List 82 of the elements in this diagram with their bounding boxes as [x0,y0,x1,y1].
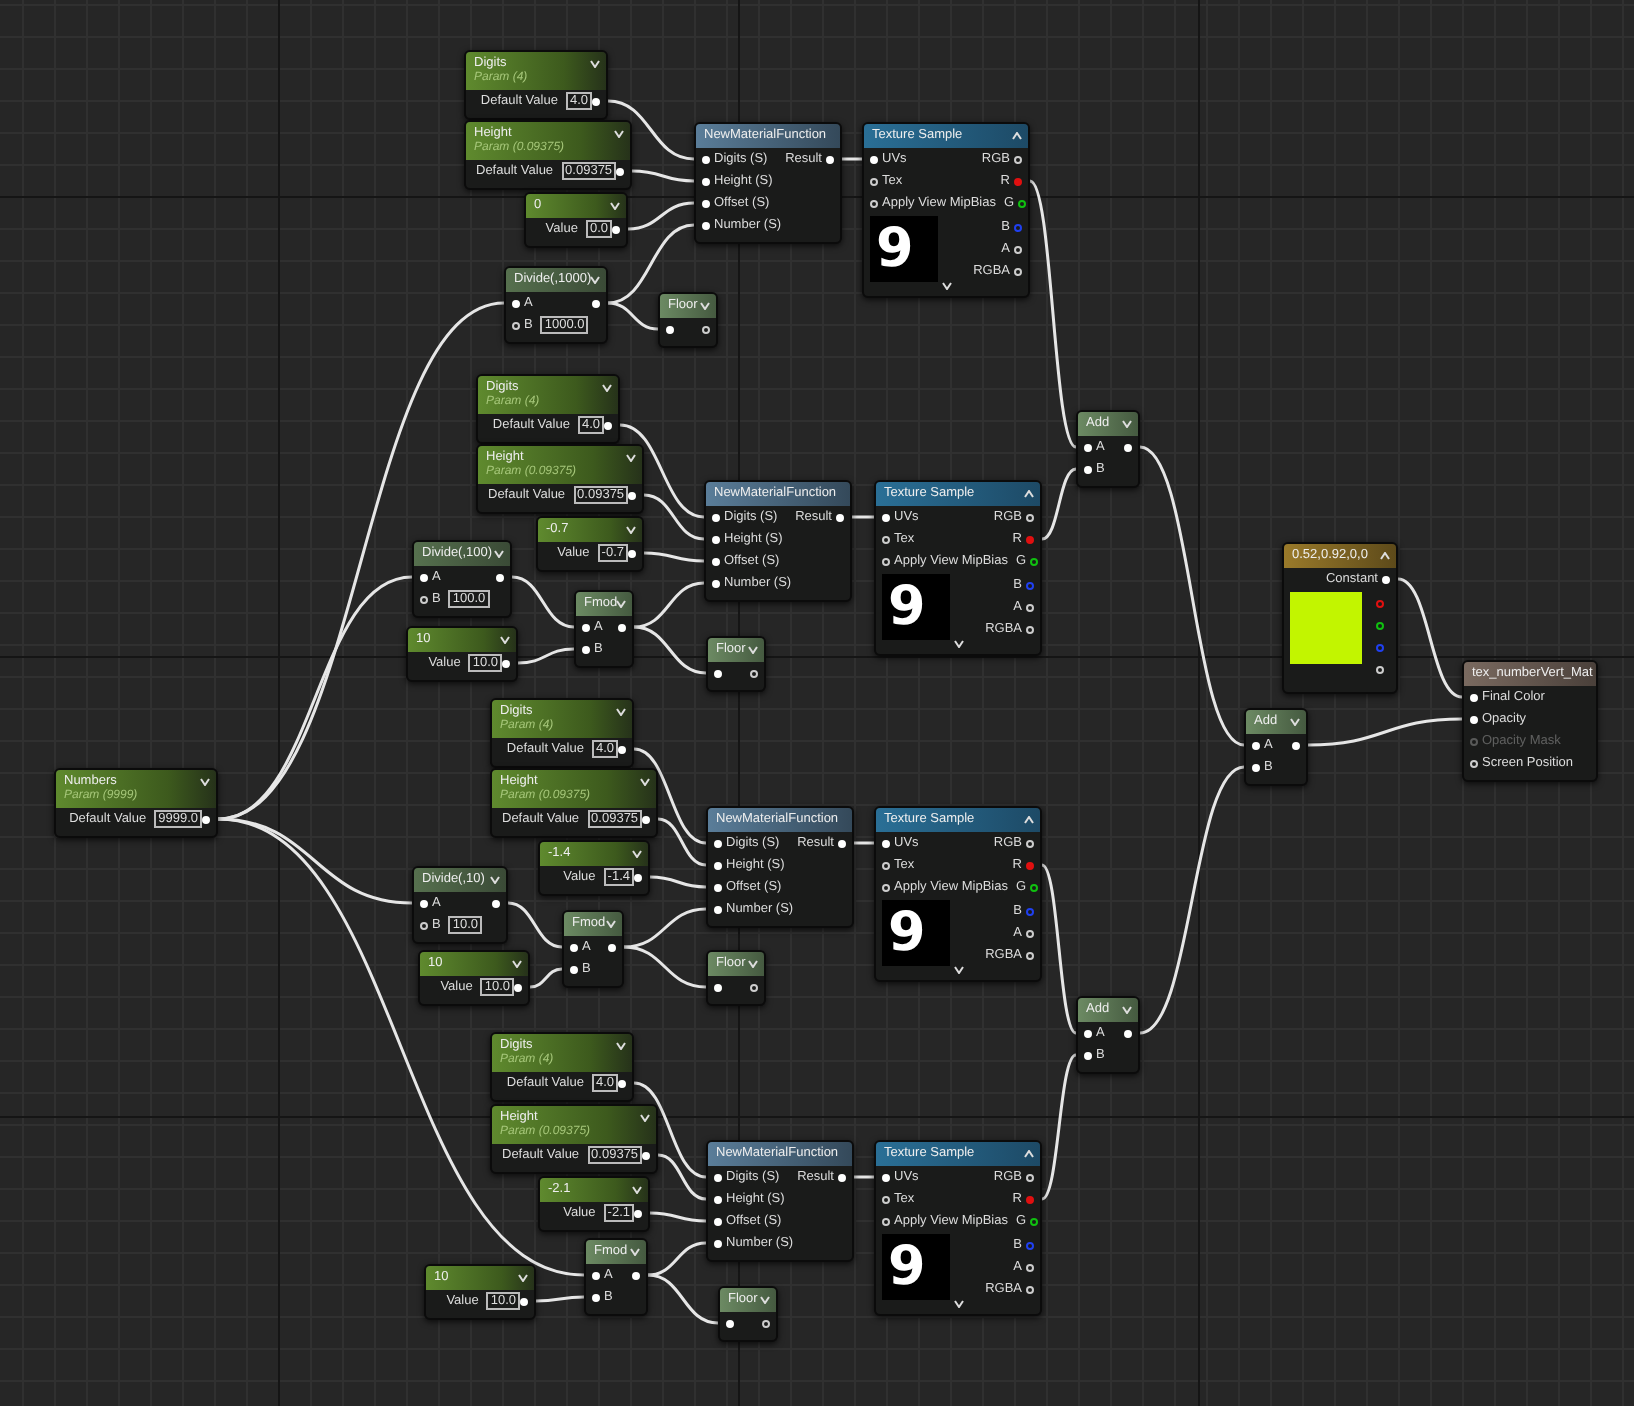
texture-preview: 9 [882,1234,950,1300]
wire [643,493,705,541]
wire [647,1273,719,1325]
math-node [658,292,718,348]
wire [1028,179,1078,449]
constant-node [538,840,650,896]
math-node [412,866,508,944]
wire [1041,1053,1077,1201]
wire [627,201,695,231]
parameter-node [476,374,620,444]
texture-preview: 9 [882,900,950,966]
color-constant-node [1282,542,1398,694]
wire [217,817,585,1277]
wire [507,901,563,949]
wire [633,747,707,845]
constant-node [406,626,518,682]
parameter-node [490,698,634,768]
math-node [1244,708,1308,786]
wire [511,575,575,629]
wire [1397,577,1463,699]
material-output-node [1462,660,1598,782]
texture-sample-node [874,1140,1042,1316]
wire [1139,765,1245,1035]
wire [643,551,705,563]
wire [657,817,707,867]
wire [623,907,707,949]
function-node [694,122,842,244]
wire [647,1241,707,1277]
math-node [706,636,766,692]
wire [854,841,874,845]
parameter-node [54,768,218,838]
wire [852,515,874,519]
constant-node [538,1176,650,1232]
math-node [718,1286,778,1342]
wire [217,575,413,821]
texture-preview: 9 [882,574,950,640]
wire [535,1295,585,1303]
math-node [504,266,608,344]
wire [842,157,862,161]
function-node [706,806,854,928]
texture-sample-node [874,480,1042,656]
texture-sample-node [862,122,1030,298]
math-node [1076,410,1140,488]
texture-sample-node [874,806,1042,982]
parameter-node [490,1032,634,1102]
wire [633,581,705,629]
wire [623,945,707,989]
wire [633,1081,707,1179]
wire [649,875,707,889]
constant-node [524,192,628,248]
math-node [562,910,624,988]
wire [854,1175,874,1179]
wire [529,967,563,989]
parameter-node [464,50,608,120]
wire [1307,717,1463,747]
wire [1139,445,1245,747]
function-node [704,480,852,602]
math-node [706,950,766,1006]
parameter-node [464,120,632,190]
wire [657,1153,707,1201]
parameter-node [490,768,658,838]
constant-node [418,950,530,1006]
math-node [412,540,512,618]
math-node [1076,996,1140,1074]
wire [619,423,705,519]
math-node [574,590,634,668]
parameter-node [490,1104,658,1174]
wire [607,301,659,331]
function-node [706,1140,854,1262]
wire [607,99,695,161]
wire [1041,467,1077,541]
math-node [584,1238,648,1316]
texture-preview: 9 [870,216,938,282]
parameter-node [476,444,644,514]
wire [649,1211,707,1223]
wire [631,169,695,183]
wire [607,223,695,305]
wire [517,647,575,665]
constant-node [424,1264,536,1320]
constant-node [536,516,644,572]
wire [633,625,707,675]
wire [1041,863,1077,1035]
